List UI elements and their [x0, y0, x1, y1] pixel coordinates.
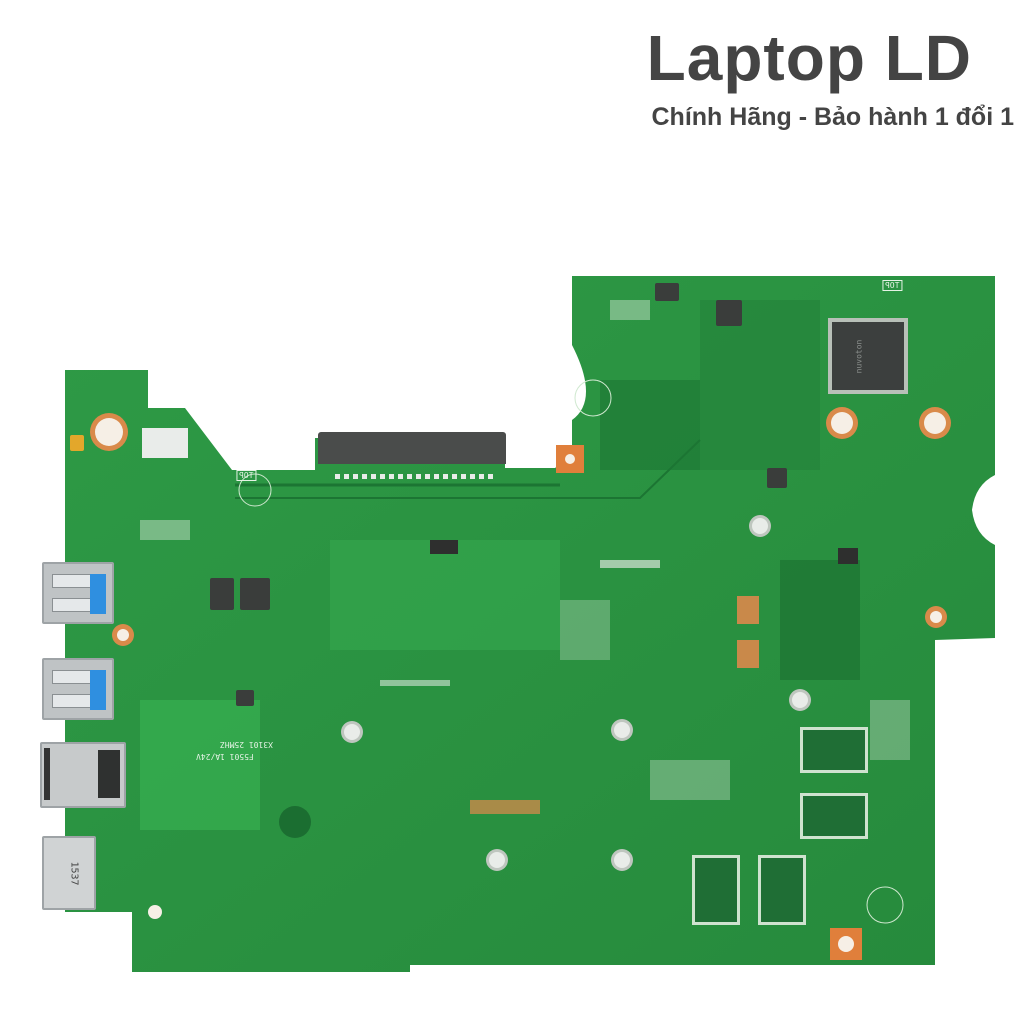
silk-top-label: TOP — [882, 280, 903, 291]
mounting-hole — [924, 412, 946, 434]
memory-pad — [692, 855, 740, 925]
sata-connector — [318, 432, 506, 464]
smd-array — [380, 680, 450, 686]
silk-top-label: TOP — [236, 470, 257, 481]
sata-pins — [335, 474, 495, 479]
mounting-hole — [565, 454, 575, 464]
smd-array — [600, 560, 660, 568]
standoff — [489, 852, 505, 868]
mounting-hole — [148, 905, 162, 919]
standoff — [344, 724, 360, 740]
memory-pad — [758, 855, 806, 925]
chip-small-5 — [236, 690, 254, 706]
usb3-blue-insert — [90, 670, 106, 710]
chip-small-2 — [767, 468, 787, 488]
memory-pad — [800, 793, 868, 839]
mounting-hole — [831, 412, 853, 434]
nuvoton-ec-chip — [832, 322, 904, 390]
brand-subtitle: Chính Hãng - Bảo hành 1 đổi 1 — [651, 103, 1015, 131]
silk-crystal-label: X3101 25MHZ — [220, 740, 273, 749]
hdmi-pins — [98, 750, 120, 798]
chip-small-4 — [240, 578, 270, 610]
smd-array — [610, 300, 650, 320]
mounting-hole — [117, 629, 129, 641]
memory-pad — [800, 727, 868, 773]
usb-a-port-1 — [42, 562, 114, 624]
chip-label: nuvoton — [854, 339, 864, 374]
tact-switch — [70, 435, 84, 451]
smd-array — [470, 800, 540, 814]
chip-small-3 — [210, 578, 234, 610]
standoff — [752, 518, 768, 534]
standoff — [614, 722, 630, 738]
chip-small-1 — [716, 300, 742, 326]
silk-fuse-label: F5501 1A/24V — [196, 752, 254, 761]
mounting-hole — [930, 611, 942, 623]
inductor — [737, 596, 759, 624]
smd-array — [560, 600, 610, 660]
white-connector — [142, 428, 188, 458]
smd-array — [140, 520, 190, 540]
brand-overlay: Laptop LD Chính Hãng - Bảo hành 1 đổi 1 — [646, 22, 1014, 132]
hdmi-port — [40, 742, 126, 808]
standoff — [792, 692, 808, 708]
smd-array — [650, 760, 730, 800]
usb-c-port: 1537 — [42, 836, 96, 910]
inductor — [737, 640, 759, 668]
usb-a-port-2 — [42, 658, 114, 720]
brand-title: Laptop LD — [646, 22, 972, 94]
mounting-hole — [838, 936, 854, 952]
port-label: 1537 — [68, 861, 80, 886]
chip-small-6 — [655, 283, 679, 301]
smd-array — [870, 700, 910, 760]
standoff — [614, 852, 630, 868]
mounting-hole — [95, 418, 123, 446]
smd-array — [838, 548, 858, 564]
smd-array — [430, 540, 458, 554]
usb3-blue-insert — [90, 574, 106, 614]
hdmi-edge — [44, 748, 50, 800]
